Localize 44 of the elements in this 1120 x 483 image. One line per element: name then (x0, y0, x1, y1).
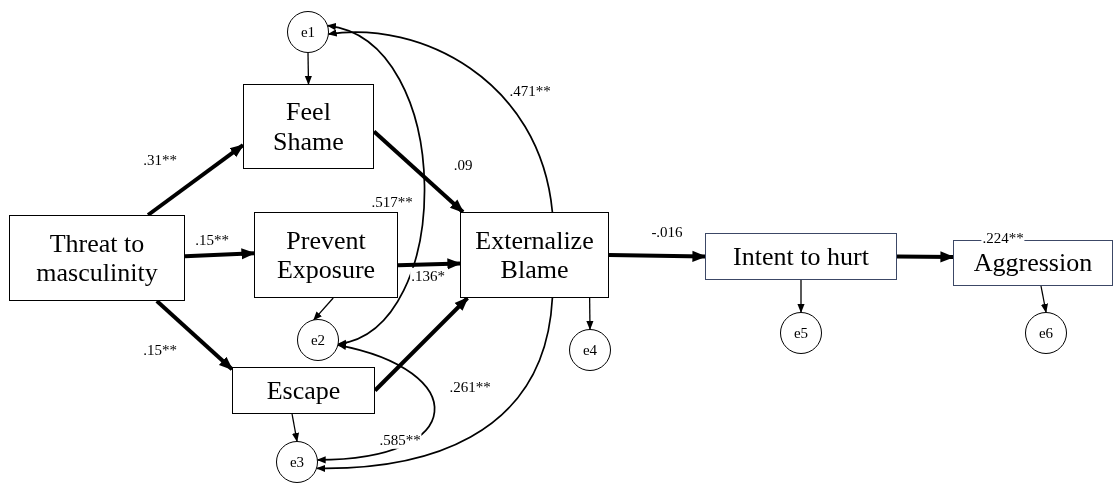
variable-label: Escape (266, 375, 341, 406)
arrow (797, 279, 805, 313)
error-label: e3 (289, 453, 305, 471)
variable-box (232, 367, 375, 414)
curved-arrow (316, 343, 436, 464)
arrow (146, 143, 245, 217)
variable-label: Prevent Exposure (275, 225, 377, 285)
error-circle (287, 11, 329, 53)
arrow (291, 413, 300, 442)
error-label: e1 (300, 23, 316, 41)
variable-box (9, 215, 185, 301)
variable-label: Feel Shame (272, 97, 345, 156)
error-label: e4 (582, 341, 598, 359)
variable-box (243, 84, 374, 169)
arrow (155, 299, 234, 371)
arrow (313, 297, 334, 321)
arrow (1040, 285, 1048, 313)
curved-arrow (327, 29, 554, 213)
error-circle (276, 441, 318, 483)
arrow (896, 251, 955, 263)
error-label: e2 (310, 331, 326, 349)
arrow (397, 258, 462, 270)
variable-box (705, 233, 897, 280)
variable-box (460, 212, 609, 298)
curved-arrow (316, 297, 554, 472)
edge-label: .585** (378, 431, 422, 449)
arrow (304, 52, 312, 85)
arrow (586, 297, 594, 330)
arrow (373, 296, 469, 392)
curved-arrow (326, 24, 426, 346)
error-circle (1025, 312, 1067, 354)
error-circle (569, 329, 611, 371)
variable-label: Intent to hurt (733, 241, 869, 272)
arrow (184, 248, 256, 260)
variable-label: Aggression (973, 248, 1093, 278)
arrow (608, 250, 707, 262)
error-label: e6 (1038, 324, 1054, 342)
error-label: e5 (793, 324, 809, 342)
variable-box (254, 212, 398, 298)
error-circle (297, 319, 339, 361)
variable-label: Threat to masculinity (35, 228, 159, 288)
arrow (372, 130, 465, 214)
error-circle (780, 312, 822, 354)
variable-label: Externalize Blame (474, 225, 595, 285)
